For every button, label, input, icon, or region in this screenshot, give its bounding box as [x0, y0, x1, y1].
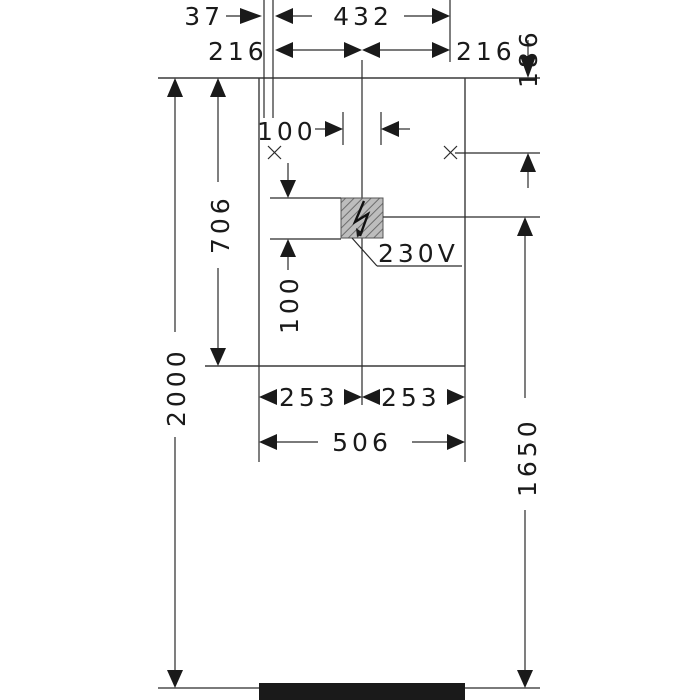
lightning-bolt-icon	[352, 200, 371, 237]
dim-half-widths: 216 216	[208, 37, 516, 66]
panel-outline	[158, 77, 540, 367]
dim-top-drop-label: 186	[514, 28, 543, 88]
dim-outer-width-label: 432	[333, 2, 393, 31]
cross-mark-icon	[267, 145, 282, 160]
dim-box-height-from-floor-label: 1650	[513, 417, 542, 497]
dim-inner-gap: 100	[257, 117, 410, 146]
dim-total-height: 2000	[162, 78, 191, 688]
dim-half-left-label: 216	[208, 37, 268, 66]
dim-outer-width: 432	[275, 2, 450, 31]
power-outlet-box	[340, 197, 384, 239]
dim-panel-width-label: 506	[332, 428, 392, 457]
dim-left-offset-label: 37	[184, 2, 224, 31]
dim-inner-gap-label: 100	[257, 117, 317, 146]
dim-box-height-from-floor: 1650	[513, 217, 542, 688]
dim-box-below: 100	[275, 163, 304, 334]
floor-base	[259, 683, 465, 700]
power-label: 230V	[378, 239, 459, 268]
dim-bottom-half-right-label: 253	[381, 383, 441, 412]
dim-panel-width: 506	[259, 428, 465, 457]
dim-box-below-label: 100	[275, 274, 304, 334]
dim-bottom-halves: 253 253	[259, 383, 465, 412]
dim-left-offset: 37	[184, 2, 262, 31]
dim-top-drop: 186	[455, 28, 543, 188]
dim-bottom-half-left-label: 253	[279, 383, 339, 412]
power-label-leader: 230V	[351, 237, 462, 268]
cross-mark-icon	[443, 145, 458, 160]
top-extension-lines	[263, 0, 451, 145]
dim-total-height-label: 2000	[162, 347, 191, 427]
dim-panel-height-label: 706	[206, 194, 235, 254]
dim-panel-height: 706	[206, 78, 235, 366]
dim-half-right-label: 216	[456, 37, 516, 66]
